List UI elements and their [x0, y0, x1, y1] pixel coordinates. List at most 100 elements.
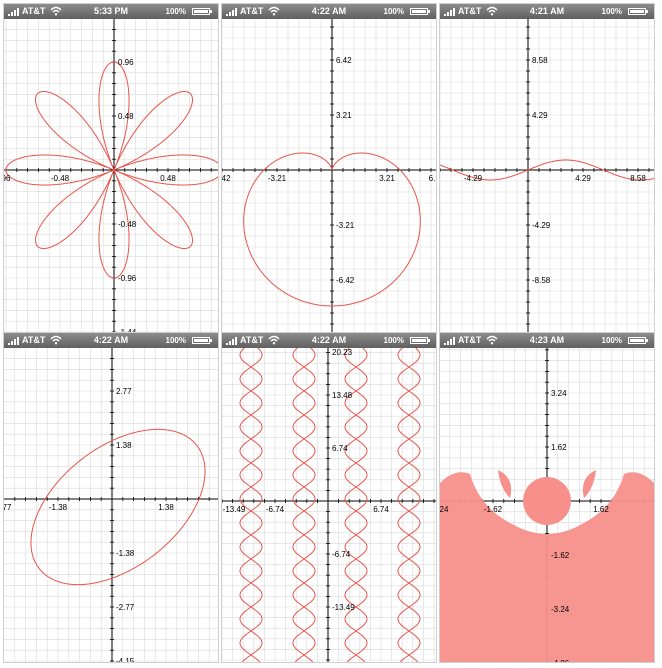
filled-area	[498, 470, 512, 498]
signal-bars-icon	[226, 8, 240, 16]
y-tick-label: -9.63	[336, 331, 355, 333]
battery-percent: 100%	[165, 7, 186, 16]
wifi-icon	[486, 6, 498, 16]
y-tick-label: 20.23	[332, 348, 353, 357]
battery-icon	[628, 8, 648, 15]
filled-area	[582, 470, 596, 498]
x-tick-label: 1.62	[593, 505, 609, 514]
carrier-label: AT&T	[458, 335, 482, 345]
wifi-icon	[268, 6, 280, 16]
series-line	[344, 348, 357, 662]
filled-disk	[523, 477, 571, 525]
y-tick-label: -3.21	[336, 221, 355, 230]
x-tick-label: -0.48	[51, 174, 70, 183]
panel-rose: AT&T 5:33 PM 100% 96-0.480.480.960.48-0.…	[4, 4, 218, 333]
filled-area	[440, 472, 654, 662]
plot-area[interactable]: 24-1.621.623.241.62-1.62-3.24-4.86	[440, 348, 654, 662]
carrier-label: AT&T	[22, 335, 46, 345]
signal-bars-icon	[444, 337, 458, 345]
x-tick-label: -1.38	[49, 503, 68, 512]
y-tick-label: -4.86	[551, 659, 570, 662]
series-line	[440, 159, 654, 181]
series-line	[355, 348, 368, 662]
y-tick-label: -1.62	[551, 551, 570, 560]
axis-ticks	[5, 29, 212, 333]
series-line	[250, 348, 263, 662]
battery-percent: 100%	[601, 336, 622, 345]
series-line	[30, 428, 206, 586]
plot-area[interactable]: 96-0.480.480.960.48-0.48-0.96-1.44	[4, 19, 218, 333]
x-tick-label: 0.48	[160, 174, 176, 183]
y-tick-label: -1.44	[118, 328, 137, 333]
carrier-label: AT&T	[240, 6, 264, 16]
battery-icon	[410, 8, 430, 15]
x-tick-label: -3.21	[268, 174, 287, 183]
carrier-label: AT&T	[22, 6, 46, 16]
series-line	[408, 348, 421, 662]
battery-percent: 100%	[383, 336, 404, 345]
wifi-icon	[486, 335, 498, 345]
plot-area[interactable]: -4.294.298.588.584.29-4.29-8.58-12.87	[440, 19, 654, 333]
x-tick-label: -13.49	[223, 505, 246, 514]
y-tick-label: -0.96	[118, 274, 137, 283]
x-tick-label: 6.	[429, 174, 436, 183]
x-tick-label: 1.38	[158, 503, 174, 512]
y-tick-label: -13.49	[332, 603, 355, 612]
y-tick-label: -3.24	[551, 605, 570, 614]
y-tick-label: 6.74	[332, 444, 348, 453]
status-bar: AT&T 4:22 AM 100%	[4, 333, 218, 348]
carrier-label: AT&T	[240, 335, 264, 345]
y-tick-label: 0.48	[118, 112, 134, 121]
carrier-label: AT&T	[458, 6, 482, 16]
battery-icon	[192, 8, 212, 15]
axis-ticks	[222, 26, 432, 325]
signal-bars-icon	[8, 337, 22, 345]
grid-lines	[222, 19, 436, 333]
battery-percent: 100%	[383, 7, 404, 16]
battery-icon	[628, 337, 648, 344]
status-bar: AT&T 5:33 PM 100%	[4, 4, 218, 19]
wifi-icon	[268, 335, 280, 345]
battery-percent: 100%	[165, 336, 186, 345]
x-tick-label: 4.29	[575, 174, 591, 183]
clock-label: 4:22 AM	[93, 335, 129, 345]
x-tick-label: 6.74	[373, 505, 389, 514]
battery-percent: 100%	[601, 7, 622, 16]
clock-label: 4:23 AM	[529, 335, 565, 345]
series-line	[5, 61, 218, 279]
signal-bars-icon	[444, 8, 458, 16]
x-tick-label: 42	[222, 174, 231, 183]
series-line	[243, 152, 421, 307]
signal-bars-icon	[8, 8, 22, 16]
plot-area[interactable]: 42 -3.21 3.21 6. 6.42 3.21 -3.21 -6.42 -9.63	[222, 19, 436, 333]
axis-ticks	[14, 358, 210, 662]
y-tick-label: 2.77	[116, 387, 132, 396]
series-line	[239, 348, 252, 662]
y-tick-label: 3.21	[336, 111, 352, 120]
x-tick-label: 77	[4, 503, 12, 512]
battery-icon	[192, 337, 212, 344]
y-tick-label: 1.38	[116, 441, 132, 450]
x-tick-label: 3.21	[379, 174, 395, 183]
signal-bars-icon	[226, 337, 240, 345]
y-tick-label: 0.96	[118, 58, 134, 67]
axis-ticks	[440, 26, 650, 325]
x-tick-label: 24	[440, 505, 449, 514]
wifi-icon	[50, 6, 62, 16]
y-tick-label: 4.29	[532, 111, 548, 120]
y-tick-label: 6.42	[336, 56, 352, 65]
status-bar: AT&T 4:22 AM 100%	[222, 333, 436, 348]
series-line	[303, 348, 316, 662]
y-tick-label: -2.77	[116, 603, 135, 612]
y-tick-label: -6.42	[336, 276, 355, 285]
grid-lines	[4, 348, 218, 662]
y-tick-label: -4.29	[532, 221, 551, 230]
y-tick-label: 8.58	[532, 56, 548, 65]
clock-label: 4:21 AM	[529, 6, 565, 16]
